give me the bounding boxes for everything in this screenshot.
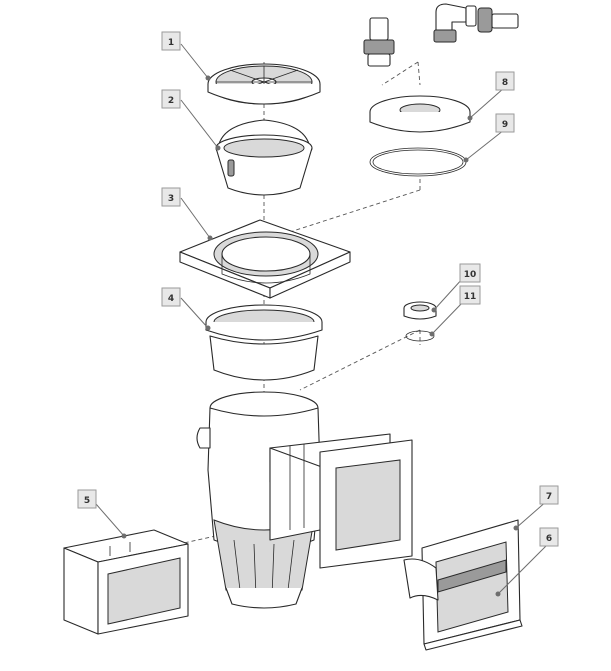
skimmer-body [196,391,413,609]
part-5-throat-extension [63,529,189,635]
part-11-o-ring [405,330,435,342]
part-2-basket [215,119,313,196]
callout-6-text: 6 [546,534,552,544]
callout-10: 10 [459,263,481,283]
callout-6: 6 [539,527,559,547]
callout-9-text: 9 [502,120,508,130]
callout-5: 5 [77,489,97,509]
callout-1: 1 [161,31,181,51]
callout-4-text: 4 [168,294,174,304]
callout-8: 8 [495,71,515,91]
part-8-adapter-disc [369,95,471,133]
callout-5-text: 5 [84,496,90,506]
fitting-straight-connector [363,17,395,67]
part-10-nut [403,301,437,320]
part-1-cover-grate [207,63,321,105]
callout-8-text: 8 [502,78,508,88]
callout-7-text: 7 [546,492,552,502]
part-4-collar [205,304,323,381]
callout-9: 9 [495,113,515,133]
callout-11: 11 [459,285,481,305]
fitting-elbow-connector [433,3,519,43]
callout-11-text: 11 [464,292,477,302]
callout-10-text: 10 [464,270,477,280]
callout-4: 4 [161,287,181,307]
part-6-weir-flap [403,558,507,601]
callout-3: 3 [161,187,181,207]
part-9-gasket-ring [369,147,467,177]
leader-lines [95,43,549,597]
callout-2: 2 [161,89,181,109]
callout-2-text: 2 [168,96,174,106]
callout-1-text: 1 [168,38,174,48]
callout-7: 7 [539,485,559,505]
callout-3-text: 3 [168,194,174,204]
part-3-deck-frame [179,219,351,299]
